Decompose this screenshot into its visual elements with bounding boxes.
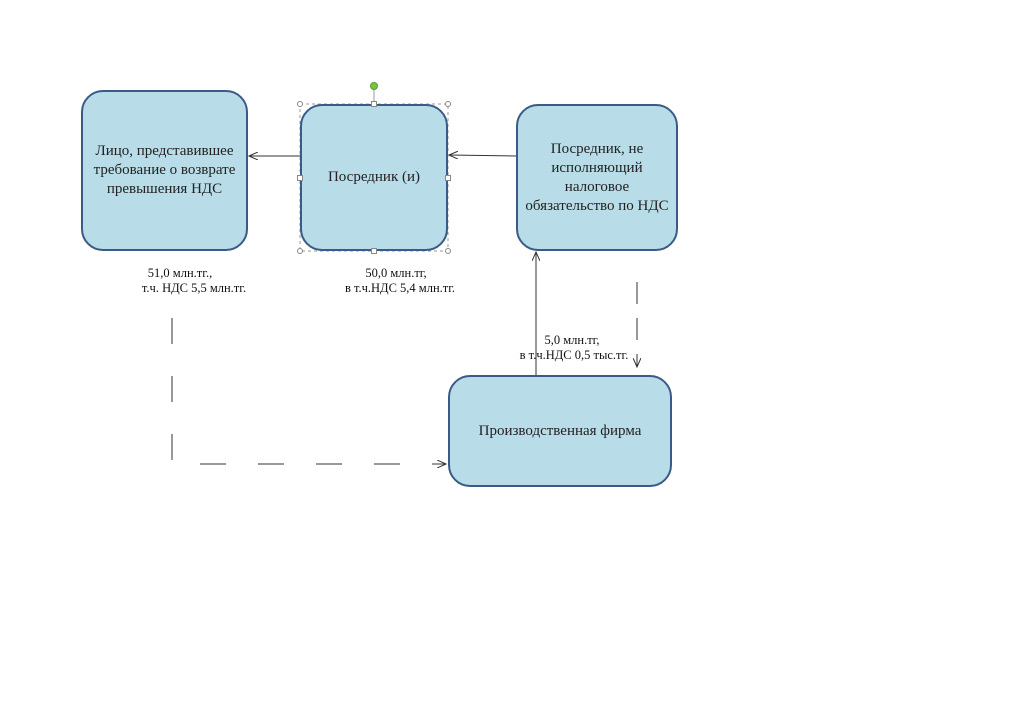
flow-label-1: 51,0 млн.тг., т.ч. НДС 5,5 млн.тг. (100, 266, 260, 296)
arrow-person-to-factory (171, 318, 446, 464)
box-production-firm[interactable]: Производственная фирма (448, 375, 672, 487)
resize-handle-ml[interactable] (297, 175, 303, 181)
resize-handle-mr[interactable] (445, 175, 451, 181)
resize-handle-tr[interactable] (445, 101, 451, 107)
resize-handle-tl[interactable] (297, 101, 303, 107)
box-person-label: Лицо, представившее требование о возврат… (93, 143, 236, 197)
resize-handle-bm[interactable] (371, 248, 377, 254)
resize-handle-br[interactable] (445, 248, 451, 254)
flow-label-2-vat: в т.ч.НДС 5,4 млн.тг. (344, 281, 456, 295)
box-factory-label: Производственная фирма (478, 422, 642, 439)
box-intermediary-label: Посредник (и) (327, 169, 421, 185)
flow-label-3-amount: 5,0 млн.тг, (544, 333, 600, 347)
flow-label-3-vat: в т.ч.НДС 0,5 тыс.тг. (519, 348, 629, 362)
rotation-handle[interactable] (370, 82, 378, 90)
flow-label-2: 50,0 млн.тг, в т.ч.НДС 5,4 млн.тг. (320, 266, 480, 296)
box-intermediary[interactable]: Посредник (и) (300, 104, 448, 251)
flow-label-1-vat: т.ч. НДС 5,5 млн.тг. (141, 281, 247, 295)
flow-label-3: 5,0 млн.тг, в т.ч.НДС 0,5 тыс.тг. (494, 333, 654, 363)
box-person-claiming-vat-refund[interactable]: Лицо, представившее требование о возврат… (81, 90, 248, 251)
box-noncompliant-label: Посредник, не исполняющий налоговое обяз… (525, 140, 669, 214)
resize-handle-bl[interactable] (297, 248, 303, 254)
flow-label-1-amount: 51,0 млн.тг., (147, 266, 213, 280)
box-noncompliant-intermediary[interactable]: Посредник, не исполняющий налоговое обяз… (516, 104, 678, 251)
resize-handle-tm[interactable] (371, 101, 377, 107)
flow-label-2-amount: 50,0 млн.тг, (365, 266, 427, 280)
arrow-noncompliant-to-intermediary (449, 155, 517, 156)
